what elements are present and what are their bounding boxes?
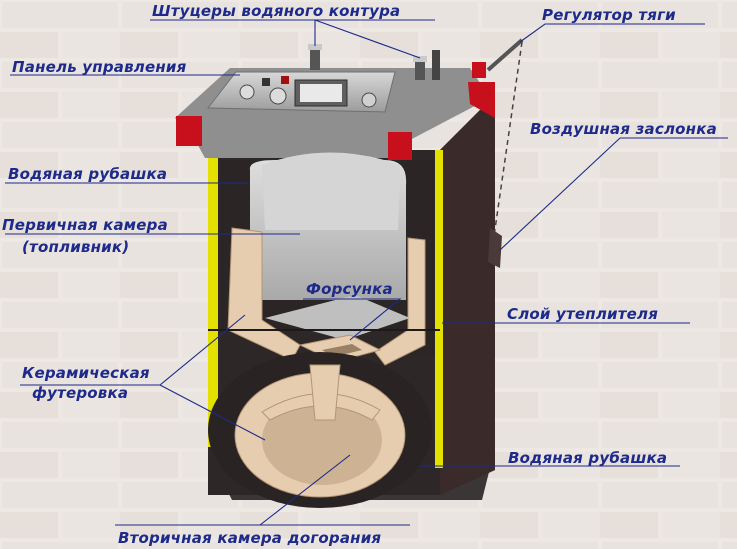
insulation-strip-left [208, 155, 218, 447]
label-water-jacket-bottom: Водяная рубашка [508, 449, 668, 467]
leader-water-fittings-b [314, 19, 421, 59]
nozzle-throat [309, 364, 341, 421]
panel-switch-1 [262, 78, 270, 86]
panel-knob-2 [269, 87, 287, 105]
leader-nozzle [303, 298, 402, 341]
panel-knob-1 [239, 84, 255, 100]
leader-draft-regulator [519, 23, 705, 43]
insulation-strip-right [435, 150, 443, 468]
primary-chamber-dome [262, 152, 400, 230]
ceramic-floor [265, 295, 410, 340]
label-nozzle: Форсунка [306, 280, 393, 298]
water-fitting-3 [432, 50, 440, 80]
leader-secondary-chamber-a [259, 454, 351, 526]
air-damper [488, 228, 502, 268]
water-fitting-1-cap [308, 44, 322, 50]
secondary-chamber-inner [262, 395, 382, 485]
draft-regulator-lever [486, 38, 524, 72]
panel-knob-3 [361, 92, 377, 108]
leader-ceramic-a [159, 314, 246, 386]
panel-switch-2 [281, 76, 289, 84]
label-ceramic-lining-line2: футеровка [32, 384, 129, 402]
boiler-side-panel [440, 95, 495, 495]
red-trim-back [468, 82, 495, 118]
leader-ceramic-b [159, 384, 266, 441]
water-fitting-1 [310, 45, 320, 70]
label-air-damper: Воздушная заслонка [530, 120, 717, 138]
red-trim-left [176, 116, 202, 146]
boiler-illustration [175, 38, 524, 508]
label-control-panel: Панель управления [12, 58, 187, 76]
water-fitting-2 [415, 58, 425, 80]
leader-lines [5, 19, 728, 526]
label-insulation-layer: Слой утеплителя [507, 305, 659, 323]
water-fitting-2-cap [413, 56, 427, 62]
label-water-fittings: Штуцеры водяного контура [152, 2, 401, 20]
label-draft-regulator: Регулятор тяги [542, 6, 676, 24]
label-primary-chamber-line1: Первичная камера [2, 216, 168, 234]
secondary-chamber-arch [261, 393, 381, 421]
draft-chain [491, 41, 523, 251]
label-primary-chamber-line2: (топливник) [22, 238, 130, 256]
label-water-jacket-top: Водяная рубашка [8, 165, 168, 183]
label-secondary-chamber: Вторичная камера догорания [118, 529, 382, 547]
draft-regulator-body [472, 62, 486, 78]
label-ceramic-lining-line1: Керамическая [22, 364, 150, 382]
panel-display-screen [300, 84, 342, 102]
leader-air-damper [499, 137, 728, 251]
